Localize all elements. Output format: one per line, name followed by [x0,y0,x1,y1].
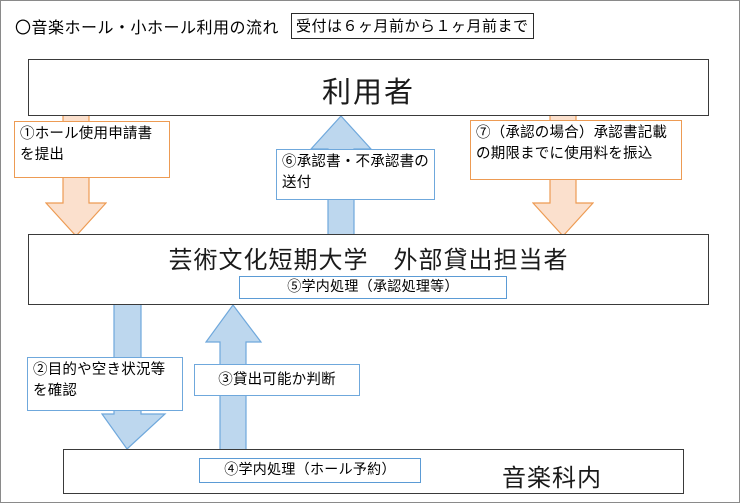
step-5-box: ⑤学内処理（承認処理等） [239,276,507,299]
step-1-box: ①ホール使用申請書を提出 [14,121,170,178]
step-2-box: ②目的や空き状況等を確認 [27,357,183,411]
lane-music-label: 音楽科内 [502,466,602,492]
step-4-box: ④学内処理（ホール予約） [199,458,421,483]
reception-period-note: 受付は６ヶ月前から１ヶ月前まで [291,13,534,39]
lane-user: 利用者 [28,59,709,116]
step-3-box: ③貸出可能か判断 [194,364,360,396]
diagram-header: 〇音楽ホール・小ホール利用の流れ 受付は６ヶ月前から１ヶ月前まで [15,13,534,39]
step-6-box: ⑥承認書・不承認書の送付 [276,149,435,200]
step-7-box: ⑦（承認の場合）承認書記載の期限までに使用料を振込 [470,120,682,180]
lane-college-label: 芸術文化短期大学 外部貸出担当者 [168,248,569,274]
page-title: 〇音楽ホール・小ホール利用の流れ [15,20,280,37]
lane-user-label: 利用者 [321,77,415,109]
